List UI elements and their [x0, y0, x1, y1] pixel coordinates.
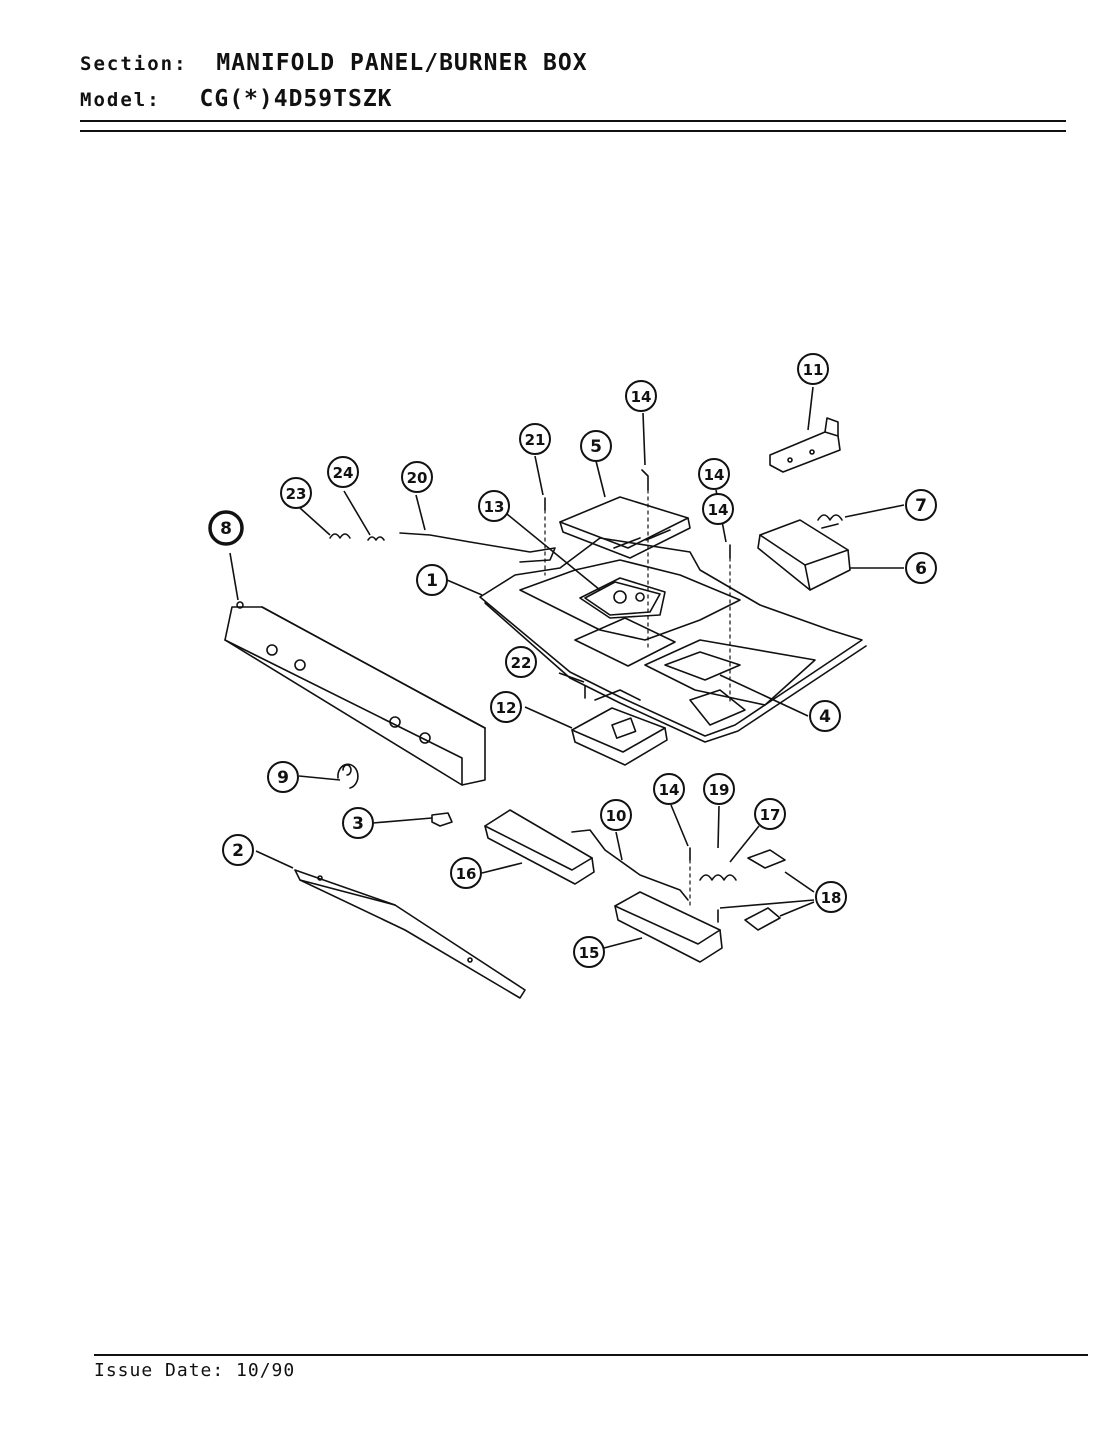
callout-1: 1 [416, 564, 448, 596]
callout-10: 10 [600, 799, 632, 831]
valve-assembly-part [584, 581, 661, 616]
callout-label: 17 [760, 806, 781, 824]
section-label: Section: [80, 53, 188, 75]
callout-19: 19 [703, 773, 735, 805]
section-heading: Section: MANIFOLD PANEL/BURNER BOX [80, 50, 588, 76]
issue-date: Issue Date: 10/90 [94, 1360, 296, 1381]
callout-23: 23 [280, 477, 312, 509]
callout-label: 15 [579, 944, 600, 962]
callout-5: 5 [580, 430, 612, 462]
callout-bubbles: 1234567891011121314141414151617181920212… [208, 353, 937, 968]
model-label: Model: [80, 89, 161, 111]
callout-13: 13 [478, 490, 510, 522]
rod-part [571, 829, 689, 901]
callout-label: 14 [659, 781, 680, 799]
callout-label: 4 [819, 707, 831, 727]
callout-18: 18 [815, 881, 847, 913]
manifold-panel-part [479, 537, 867, 743]
front-rail-part [224, 601, 486, 786]
callout-label: 7 [915, 496, 927, 516]
lever-part [399, 532, 556, 563]
lower-bracket-part [571, 689, 668, 766]
callout-14: 14 [702, 493, 734, 525]
callout-label: 12 [496, 699, 517, 717]
alignment-lines [544, 489, 731, 906]
callout-label: 21 [525, 431, 546, 449]
callout-12: 12 [490, 691, 522, 723]
footer-rule [94, 1354, 1088, 1356]
small-clip-part [431, 812, 453, 827]
callout-label: 14 [704, 466, 725, 484]
model-number: CG(*)4D59TSZK [199, 86, 393, 112]
callout-label: 10 [606, 807, 627, 825]
callout-label: 22 [511, 654, 532, 672]
callout-label: 11 [803, 361, 824, 379]
callout-2: 2 [222, 834, 254, 866]
callout-6: 6 [905, 552, 937, 584]
callout-label: 1 [426, 571, 438, 591]
callout-label: 14 [708, 501, 729, 519]
callout-7: 7 [905, 489, 937, 521]
callout-label: 20 [407, 469, 428, 487]
callout-17: 17 [754, 798, 786, 830]
channel-part [484, 809, 595, 885]
callout-label: 23 [286, 485, 307, 503]
callout-14: 14 [653, 773, 685, 805]
header-rule-bottom [80, 130, 1066, 132]
clip-pair-part [744, 849, 786, 931]
callout-3: 3 [342, 807, 374, 839]
callout-label: 19 [709, 781, 730, 799]
grommet-part [337, 763, 359, 789]
leader-lines [229, 386, 905, 949]
callout-label: 8 [220, 519, 232, 539]
screw-parts [544, 469, 731, 923]
callout-15: 15 [573, 936, 605, 968]
spring-24-part [367, 536, 385, 541]
model-heading: Model: CG(*)4D59TSZK [80, 86, 393, 112]
igniter-spring-part [699, 874, 737, 881]
callout-label: 14 [631, 388, 652, 406]
callout-label: 3 [352, 814, 364, 834]
callout-label: 16 [456, 865, 477, 883]
callout-24: 24 [327, 456, 359, 488]
callout-11: 11 [797, 353, 829, 385]
section-title: MANIFOLD PANEL/BURNER BOX [216, 50, 588, 76]
long-bar-part [294, 869, 526, 999]
callout-9: 9 [267, 761, 299, 793]
burner-box-part [757, 519, 851, 591]
callout-8: 8 [208, 510, 244, 546]
callout-label: 5 [590, 437, 602, 457]
callout-label: 18 [821, 889, 842, 907]
callout-label: 9 [277, 768, 289, 788]
callout-4: 4 [809, 700, 841, 732]
callout-14: 14 [698, 458, 730, 490]
header-rule-top [80, 120, 1066, 122]
callout-16: 16 [450, 857, 482, 889]
callout-label: 24 [333, 464, 354, 482]
spring-23-part [329, 533, 351, 539]
callout-label: 6 [915, 559, 927, 579]
callout-22: 22 [505, 646, 537, 678]
callout-label: 2 [232, 841, 244, 861]
callout-14: 14 [625, 380, 657, 412]
lower-channel-part [614, 891, 723, 963]
spring-clip-part [817, 514, 843, 529]
bracket-part [769, 417, 841, 473]
callout-20: 20 [401, 461, 433, 493]
cover-plate-part [559, 496, 691, 559]
callout-label: 13 [484, 498, 505, 516]
callout-21: 21 [519, 423, 551, 455]
